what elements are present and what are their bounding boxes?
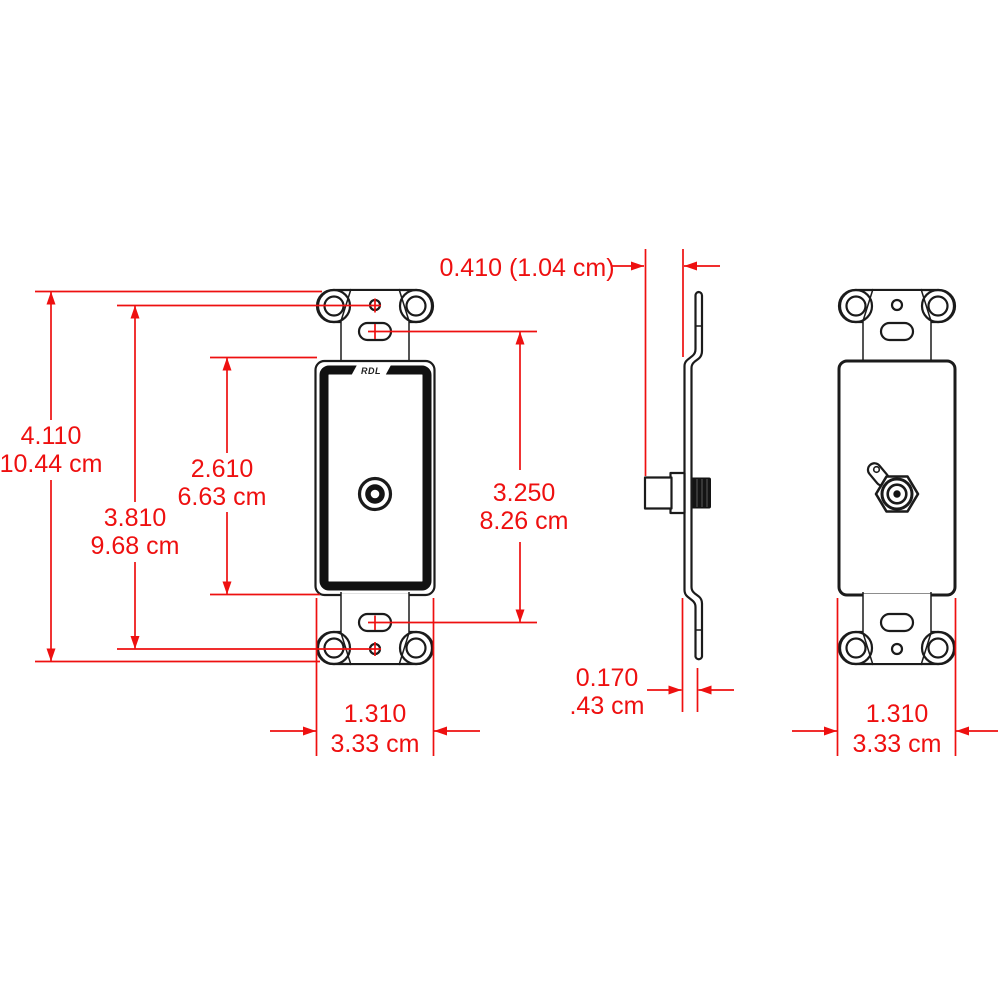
ear-lobe-right — [920, 288, 956, 324]
dim-screw-spacing-metric: 9.68 cm — [91, 532, 180, 560]
connector-nut — [690, 477, 711, 509]
jack-bore — [370, 489, 380, 499]
connector-center-pin — [893, 490, 901, 498]
dim-overall-height: 4.110 10.44 cm — [0, 291, 102, 662]
dim-bracket-offset-metric: .43 cm — [569, 692, 644, 720]
dim-front-width-metric: 3.33 cm — [331, 730, 420, 758]
dim-slot-spacing-metric: 8.26 cm — [480, 507, 569, 535]
ear-lobe-left — [316, 630, 352, 666]
jack-icon — [357, 476, 393, 512]
ear-lobe-right — [398, 288, 434, 324]
dim-overall-height-inches: 4.110 — [21, 422, 82, 450]
dim-opening-height-metric: 6.63 cm — [178, 483, 267, 511]
connector-ring-outer — [880, 477, 914, 511]
ear-hole-right — [927, 637, 949, 659]
side-view — [643, 290, 711, 661]
front-view: RDL — [314, 288, 436, 666]
dim-screw-spacing-inches: 3.810 — [104, 504, 167, 532]
dim-opening-height: 2.610 6.63 cm — [178, 357, 267, 595]
dim-slot-spacing: 3.250 8.26 cm — [480, 331, 569, 623]
logo-notch — [351, 365, 391, 376]
solder-lug-hole — [872, 465, 881, 474]
dim-back-width-inches: 1.310 — [866, 700, 929, 728]
connector-barrel-side — [643, 476, 673, 510]
mounting-ear-top — [837, 288, 957, 362]
ear-lobe-right — [398, 630, 434, 666]
ear-hole-left — [323, 637, 345, 659]
ear-lobe-left — [838, 288, 874, 324]
ear-hole-right — [405, 637, 427, 659]
dim-overall-height-metric: 10.44 cm — [0, 450, 102, 478]
mounting-slot-bottom — [879, 612, 915, 633]
ear-hole-left — [845, 295, 867, 317]
extension-lines — [35, 249, 957, 756]
mounting-slot-top — [879, 321, 915, 342]
dim-screw-spacing: 3.810 9.68 cm — [91, 305, 180, 649]
dim-back-width-metric: 3.33 cm — [853, 730, 942, 758]
ear-hole-right — [927, 295, 949, 317]
dim-bracket-offset: 0.170 .43 cm — [569, 664, 734, 720]
dim-slot-spacing-inches: 3.250 — [493, 479, 556, 507]
jack-outer-ring — [357, 476, 393, 512]
screw-hole-bottom — [890, 642, 904, 656]
connector-back — [866, 462, 920, 513]
bracket-hole-ticks — [695, 325, 702, 631]
dim-front-width: 1.310 3.33 cm — [270, 700, 480, 758]
ear-lobe-right — [920, 630, 956, 666]
screw-hole-top — [890, 298, 904, 312]
dim-opening-height-inches: 2.610 — [191, 455, 254, 483]
dim-connector-depth: 0.410 (1.04 cm) — [439, 254, 720, 282]
ear-hole-right — [405, 295, 427, 317]
connector-ring-inner — [886, 483, 908, 505]
back-view — [837, 288, 957, 666]
dim-bracket-offset-inches: 0.170 — [576, 664, 639, 692]
bracket-profile — [683, 290, 704, 661]
dim-front-width-inches: 1.310 — [344, 700, 407, 728]
rdl-logo: RDL — [361, 366, 381, 376]
dim-connector-depth-label: 0.410 (1.04 cm) — [439, 254, 614, 282]
mounting-ear-bottom — [837, 592, 957, 666]
connector-nut-knurl — [696, 479, 708, 507]
ear-lobe-left — [838, 630, 874, 666]
ear-hole-left — [845, 637, 867, 659]
dim-back-width: 1.310 3.33 cm — [792, 700, 998, 758]
dimension-annotations: 4.110 10.44 cm 3.810 9.68 cm 2.610 6.63 … — [0, 249, 998, 758]
